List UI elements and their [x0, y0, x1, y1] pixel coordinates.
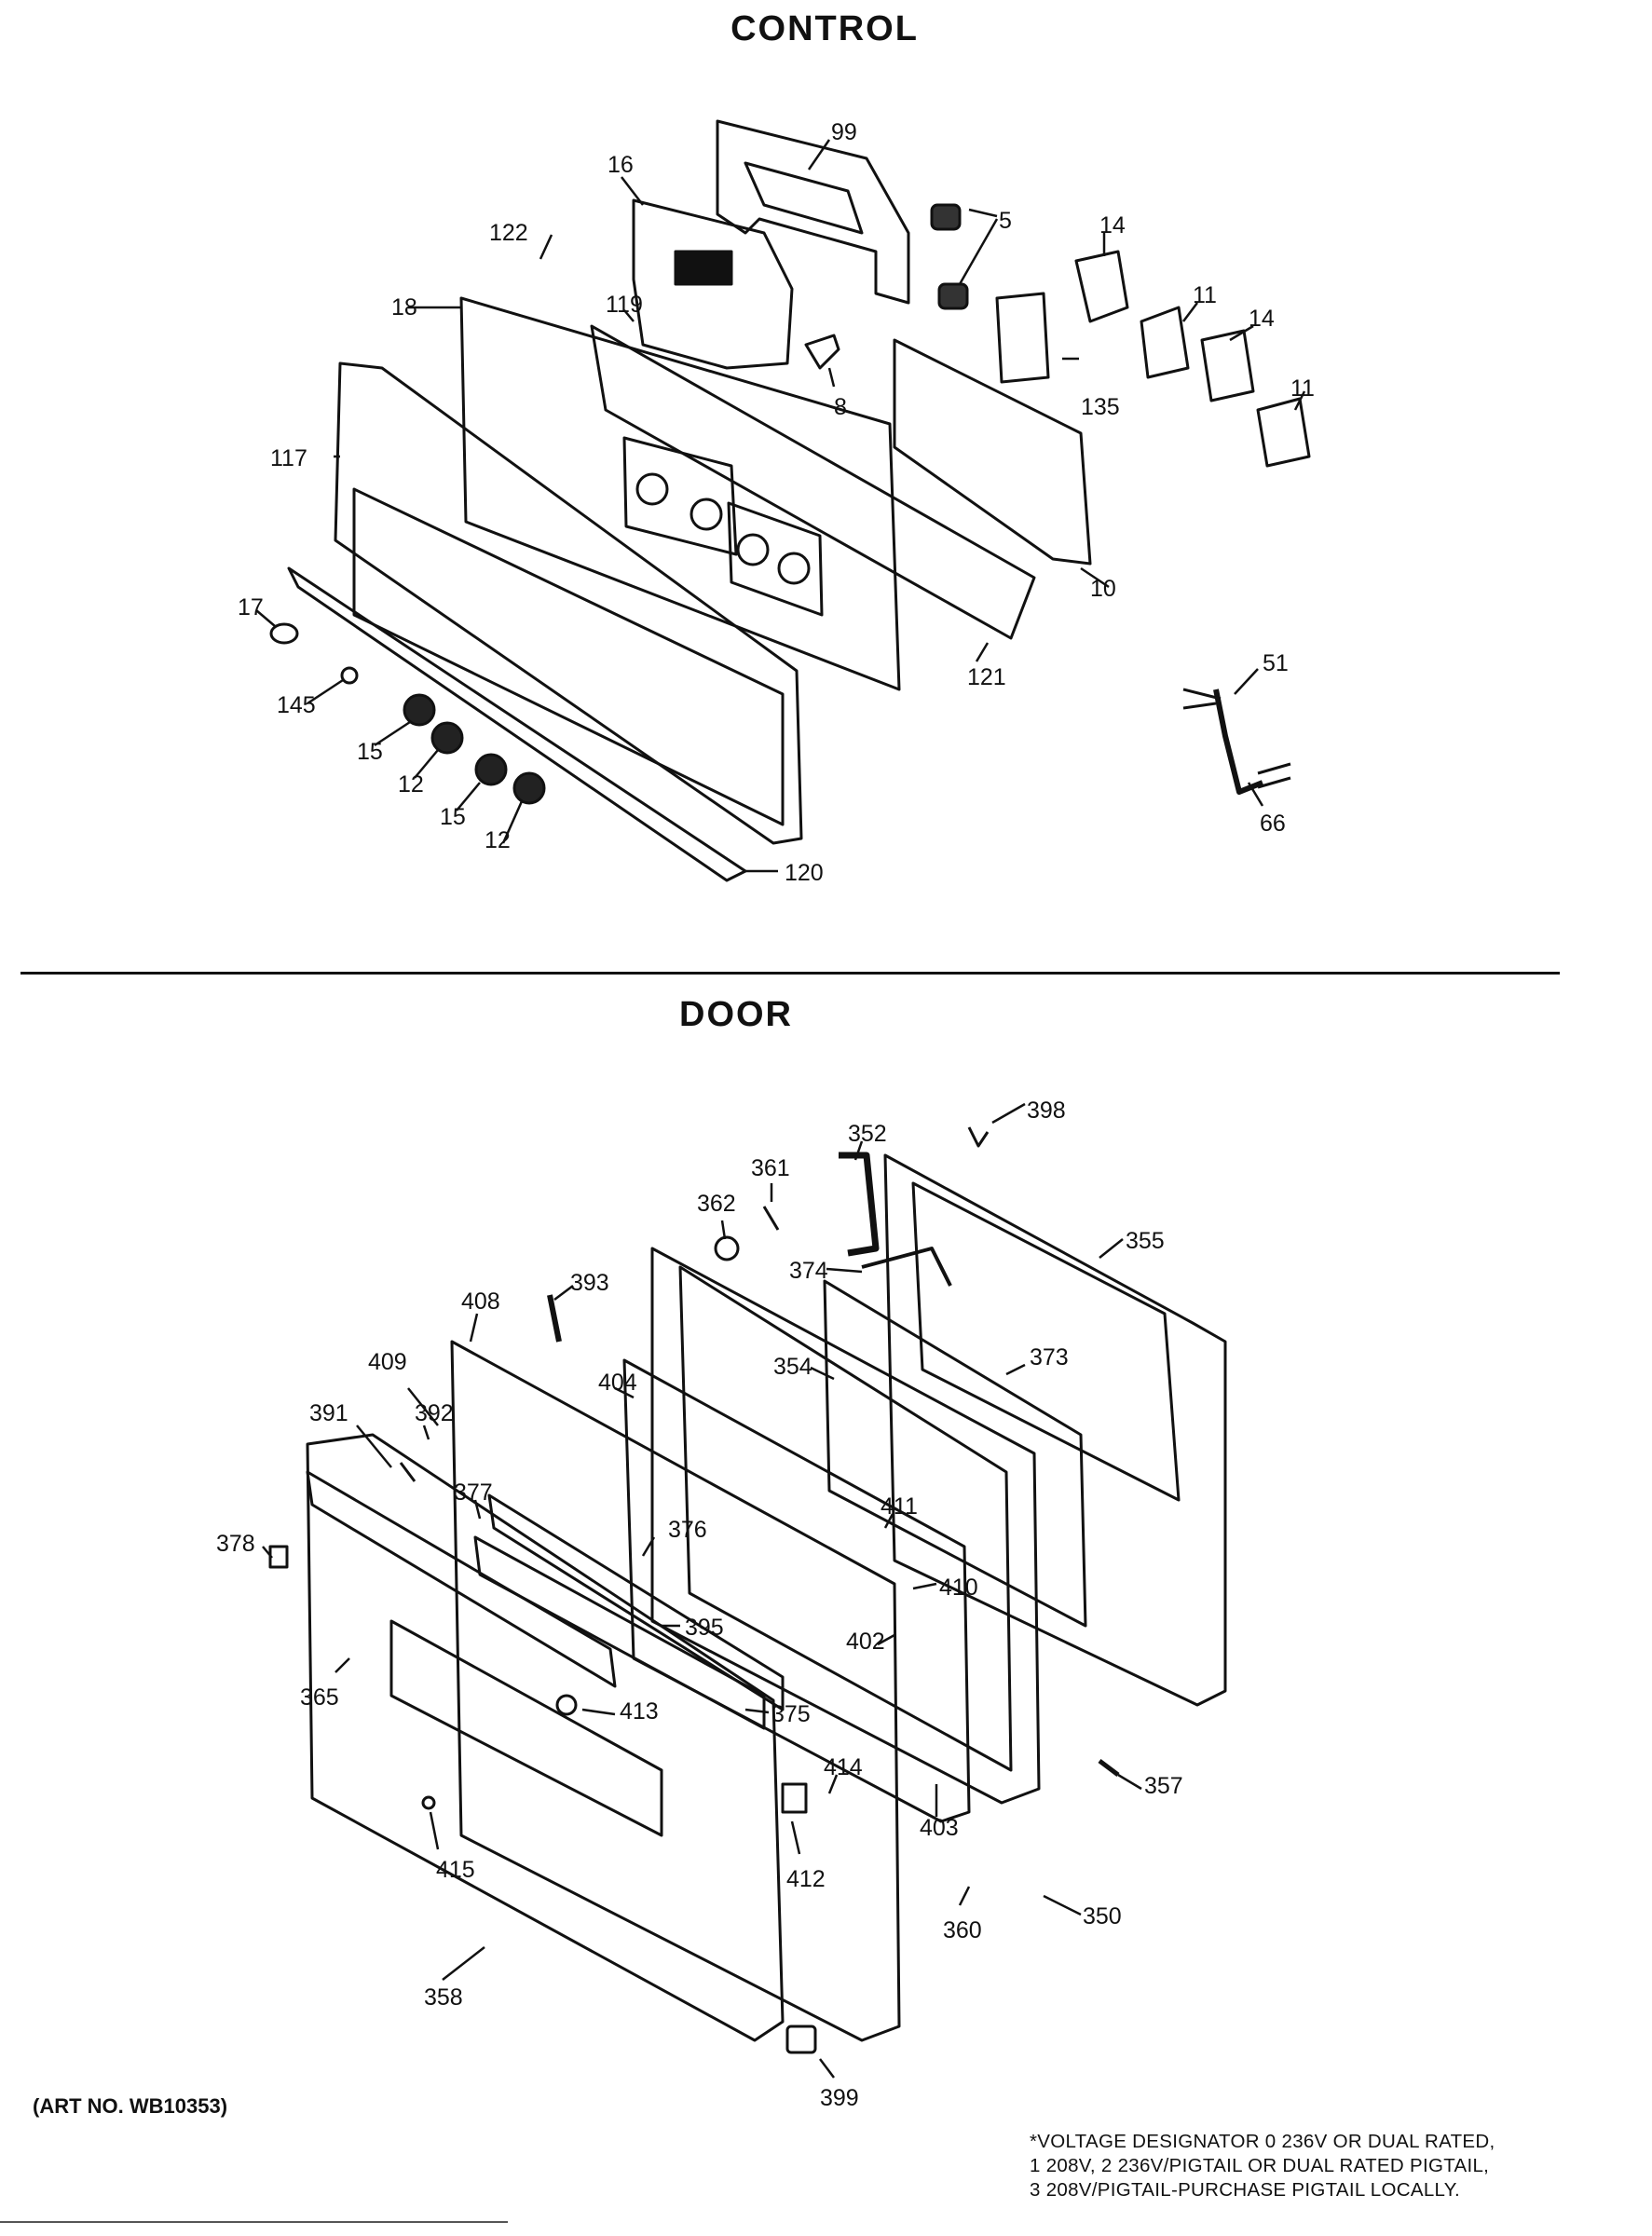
control-part-number: 120 — [785, 860, 824, 886]
door-part-number: 357 — [1144, 1773, 1183, 1799]
control-part-number: 119 — [606, 292, 643, 318]
art-number: (ART NO. WB10353) — [33, 2094, 228, 2118]
control-part-number: 11 — [1290, 375, 1315, 402]
door-part-number: 404 — [598, 1370, 637, 1396]
control-part-number: 14 — [1249, 306, 1275, 332]
control-part-number: 15 — [440, 804, 466, 830]
door-part-number: 354 — [773, 1354, 812, 1380]
door-part-number: 355 — [1126, 1228, 1165, 1254]
door-part-number: 395 — [685, 1615, 724, 1641]
control-assembly-drawing — [269, 119, 1311, 882]
control-part-number: 99 — [831, 119, 857, 145]
control-part-number: 10 — [1090, 576, 1116, 602]
control-section-title: CONTROL — [730, 9, 919, 48]
door-part-number: 377 — [454, 1479, 493, 1506]
control-part-number: 16 — [608, 152, 634, 178]
section-divider — [20, 972, 1560, 975]
door-part-number: 376 — [668, 1517, 707, 1543]
control-part-number: 12 — [398, 771, 424, 798]
control-part-number: 12 — [485, 827, 511, 853]
door-part-number: 378 — [216, 1531, 255, 1557]
control-part-number: 5 — [999, 208, 1012, 234]
note-line-3: 3 208V/PIGTAIL-PURCHASE PIGTAIL LOCALLY. — [1030, 2179, 1461, 2201]
door-part-number: 399 — [820, 2085, 859, 2111]
note-line-1: *VOLTAGE DESIGNATOR 0 236V OR DUAL RATED… — [1030, 2131, 1495, 2152]
control-part-labels: 99 16 5 14 122 11 14 18 119 8 135 11 117 10 17 121 51 145… — [238, 119, 1315, 886]
door-part-number: 352 — [848, 1121, 887, 1147]
control-part-number: 122 — [489, 220, 528, 246]
door-part-number: 358 — [424, 1984, 463, 2011]
control-part-number: 8 — [834, 394, 847, 420]
control-part-number: 145 — [277, 692, 316, 718]
note-line-2: 1 208V, 2 236V/PIGTAIL OR DUAL RATED PIG… — [1030, 2155, 1490, 2176]
door-part-number: 360 — [943, 1917, 982, 1943]
door-part-number: 361 — [751, 1155, 790, 1181]
control-part-number: 66 — [1260, 811, 1286, 837]
door-part-number: 373 — [1030, 1344, 1069, 1370]
door-part-labels: 398 352 361 362 355 374 393 408 373 354 404 409 392 3… — [216, 1098, 1183, 2111]
door-assembly-drawing — [268, 1126, 1227, 2054]
door-part-number: 410 — [939, 1575, 978, 1601]
bottom-rule — [0, 2221, 508, 2223]
control-part-number: 15 — [357, 739, 383, 765]
control-part-number: 135 — [1081, 394, 1120, 420]
door-part-number: 414 — [824, 1754, 863, 1780]
control-part-number: 11 — [1193, 282, 1217, 308]
control-part-number: 117 — [270, 445, 307, 471]
door-part-number: 411 — [881, 1493, 918, 1520]
door-part-number: 409 — [368, 1349, 407, 1375]
control-part-number: 17 — [238, 594, 264, 620]
door-part-number: 402 — [846, 1629, 885, 1655]
door-part-number: 374 — [789, 1258, 828, 1284]
door-part-number: 393 — [570, 1270, 609, 1296]
voltage-designator-note: *VOLTAGE DESIGNATOR 0 236V OR DUAL RATED… — [1030, 2130, 1645, 2202]
door-part-number: 403 — [920, 1815, 959, 1841]
door-part-number: 398 — [1027, 1098, 1066, 1124]
control-part-number: 14 — [1099, 212, 1126, 239]
control-part-number: 121 — [967, 664, 1006, 690]
door-part-number: 408 — [461, 1288, 500, 1315]
door-part-number: 392 — [415, 1400, 454, 1426]
leader-lines — [255, 139, 1306, 2079]
door-part-number: 362 — [697, 1191, 736, 1217]
door-part-number: 391 — [309, 1400, 348, 1426]
door-section-title: DOOR — [679, 995, 793, 1034]
door-part-number: 365 — [300, 1684, 339, 1711]
door-part-number: 350 — [1083, 1903, 1122, 1929]
door-part-number: 375 — [771, 1701, 811, 1727]
control-part-number: 18 — [391, 294, 417, 320]
door-part-number: 413 — [620, 1698, 659, 1725]
control-part-number: 51 — [1263, 650, 1289, 676]
door-part-number: 415 — [436, 1857, 475, 1883]
door-part-number: 412 — [786, 1866, 826, 1892]
